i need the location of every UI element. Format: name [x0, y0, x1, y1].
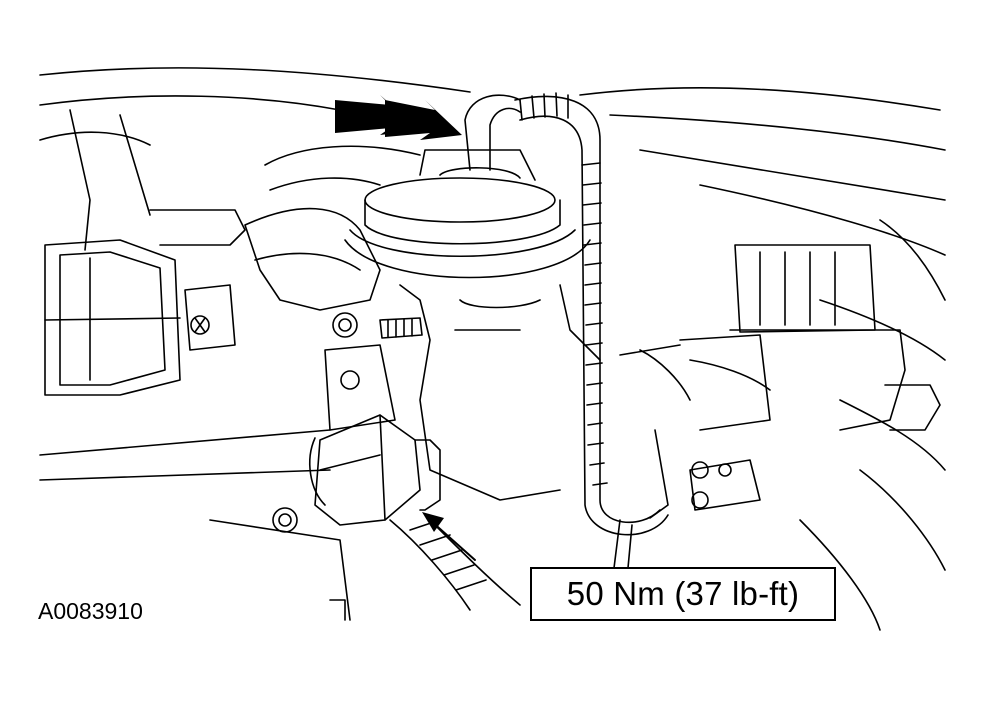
egr-valve [344, 149, 601, 501]
bracket [244, 145, 423, 431]
hex-fitting [39, 414, 441, 526]
figure-id-label: A0083910 [38, 598, 143, 624]
torque-specification: 50 Nm (37 lb-ft) [530, 567, 836, 621]
view-arrow-icon [335, 95, 462, 140]
connector-block [44, 209, 246, 396]
lower-tube [209, 507, 521, 621]
leader-arrow-icon [422, 512, 476, 561]
sensor [619, 244, 941, 511]
engine-background [39, 67, 946, 631]
vacuum-hose [464, 92, 669, 601]
